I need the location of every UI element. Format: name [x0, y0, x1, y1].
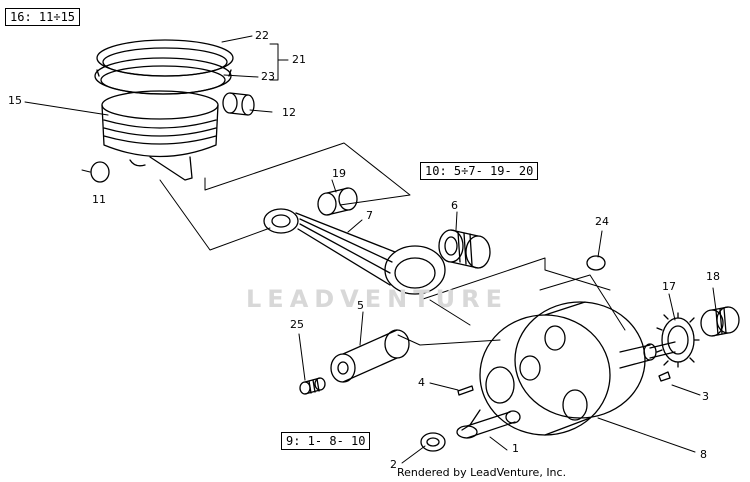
callout-25: 25 — [290, 318, 304, 331]
callout-1: 1 — [512, 442, 519, 455]
woodruff-key — [457, 385, 474, 396]
circlip — [90, 161, 110, 183]
callout-leader-lines — [24, 35, 717, 464]
callout-17: 17 — [662, 280, 676, 293]
crankshaft — [456, 301, 676, 439]
connecting-rod — [263, 208, 446, 295]
callout-23: 23 — [261, 70, 275, 83]
needle-bearing — [438, 229, 491, 269]
piston-pin — [222, 92, 255, 116]
callout-15: 15 — [8, 94, 22, 107]
callout-4: 4 — [418, 376, 425, 389]
key — [658, 371, 671, 382]
callout-22: 22 — [255, 29, 269, 42]
callout-21: 21 — [292, 53, 306, 66]
piston-rings — [94, 39, 234, 95]
watermark: LEADVENTURE — [246, 285, 508, 313]
crank-pin — [330, 329, 410, 383]
spring — [299, 377, 326, 395]
group-label-rod: 10: 5÷7- 19- 20 — [420, 162, 539, 180]
oil-seal-spring — [700, 306, 740, 337]
callout-18: 18 — [706, 270, 720, 283]
small-end-bearing — [317, 187, 358, 216]
callout-19: 19 — [332, 167, 346, 180]
callout-6: 6 — [451, 199, 458, 212]
render-credit: Rendered by LeadVenture, Inc. — [397, 466, 567, 479]
callout-2: 2 — [390, 458, 397, 471]
group-label-crank: 9: 1- 8- 10 — [281, 432, 371, 450]
callout-12: 12 — [282, 106, 296, 119]
callout-3: 3 — [702, 390, 709, 403]
piston — [101, 90, 219, 181]
callout-5: 5 — [357, 299, 364, 312]
callout-11: 11 — [92, 193, 106, 206]
callout-24: 24 — [595, 215, 609, 228]
washer — [420, 432, 446, 452]
callout-8: 8 — [700, 448, 707, 461]
sprocket — [656, 312, 700, 368]
callout-7: 7 — [366, 209, 373, 222]
dowel — [586, 255, 606, 271]
group-label-piston: 16: 11÷15 — [5, 8, 81, 26]
group-bracket-lines — [159, 43, 626, 346]
